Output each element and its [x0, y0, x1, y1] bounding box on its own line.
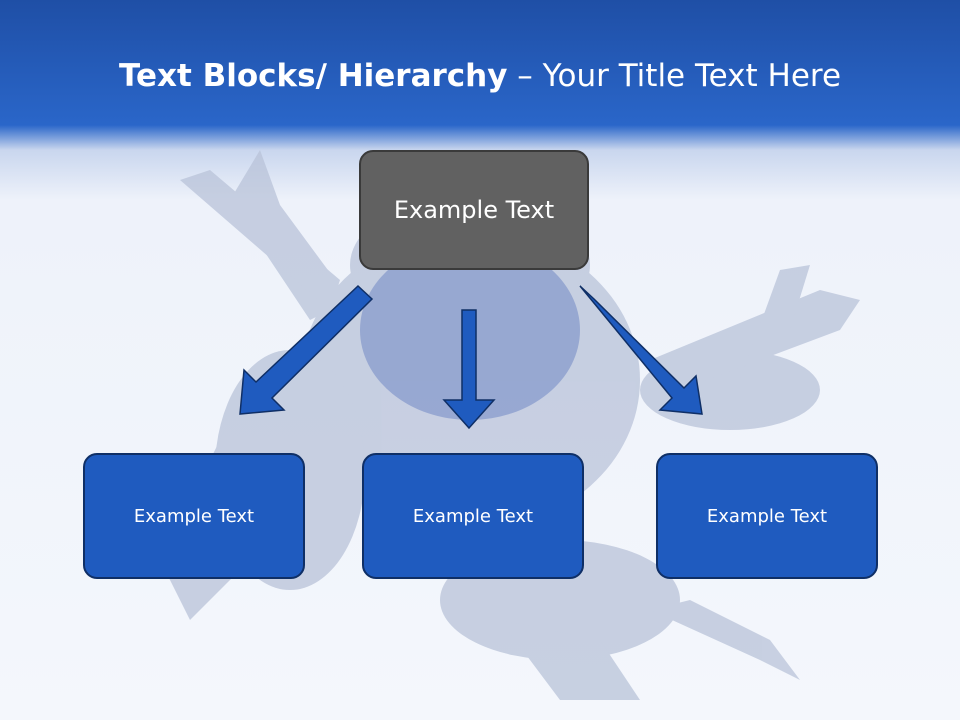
root-box-label: Example Text	[393, 196, 555, 224]
child-box-left[interactable]: Example Text	[83, 453, 305, 579]
child-box-label: Example Text	[412, 505, 534, 527]
title-bold-part: Text Blocks/ Hierarchy	[118, 58, 508, 94]
root-box[interactable]: Example Text	[359, 150, 589, 270]
slide-title: Text Blocks/ Hierarchy – Your Title Text…	[0, 56, 960, 96]
child-box-center[interactable]: Example Text	[362, 453, 584, 579]
child-box-label: Example Text	[133, 505, 255, 527]
child-box-label: Example Text	[706, 505, 828, 527]
title-rest-part: – Your Title Text Here	[507, 58, 842, 94]
child-box-right[interactable]: Example Text	[656, 453, 878, 579]
